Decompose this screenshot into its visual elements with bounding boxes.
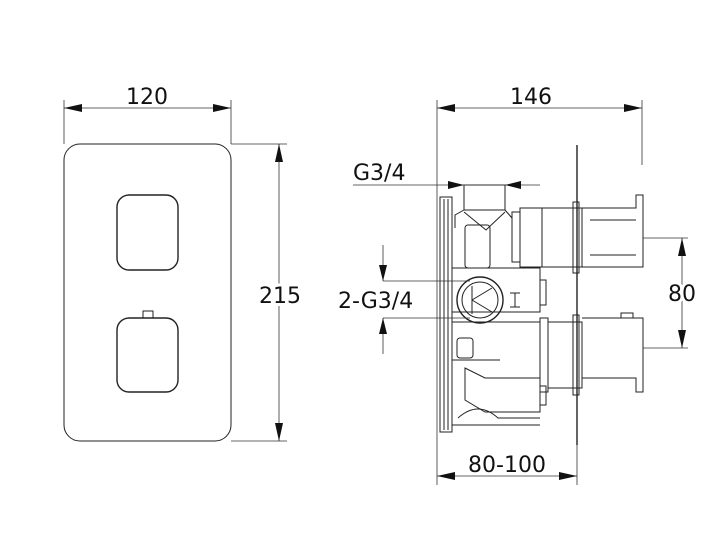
wall-depth-label: 80-100 bbox=[468, 453, 546, 478]
wall-depth-dimension: 80-100 bbox=[437, 445, 578, 485]
width-dimension: 120 bbox=[63, 85, 232, 144]
side-inlet bbox=[456, 276, 520, 324]
depth-dimension: 146 bbox=[436, 85, 643, 485]
mounting-plate bbox=[439, 196, 453, 433]
top-inlet-dimension: G3/4 bbox=[353, 161, 540, 189]
height-dimension: 215 bbox=[231, 143, 304, 442]
side-inlets-dimension: 2-G3/4 bbox=[335, 245, 470, 354]
width-label: 120 bbox=[126, 85, 168, 110]
front-view: 120 215 bbox=[63, 85, 304, 442]
lower-handle-side bbox=[539, 312, 644, 396]
handle-spacing-dimension: 80 bbox=[643, 237, 699, 349]
stop-button-side bbox=[620, 312, 634, 319]
height-label: 215 bbox=[259, 284, 301, 309]
side-view: 146 G3/4 2-G3/4 80 bbox=[335, 85, 699, 485]
upper-handle-side bbox=[511, 194, 644, 274]
upper-handle bbox=[116, 194, 179, 271]
side-inlets-label: 2-G3/4 bbox=[338, 289, 413, 314]
handle-spacing-label: 80 bbox=[668, 282, 696, 307]
lower-handle bbox=[116, 317, 179, 393]
cover-plate bbox=[63, 143, 232, 442]
depth-label: 146 bbox=[510, 85, 552, 110]
top-inlet bbox=[454, 184, 513, 269]
handle-stop-button bbox=[142, 310, 154, 319]
top-inlet-label: G3/4 bbox=[353, 161, 405, 186]
